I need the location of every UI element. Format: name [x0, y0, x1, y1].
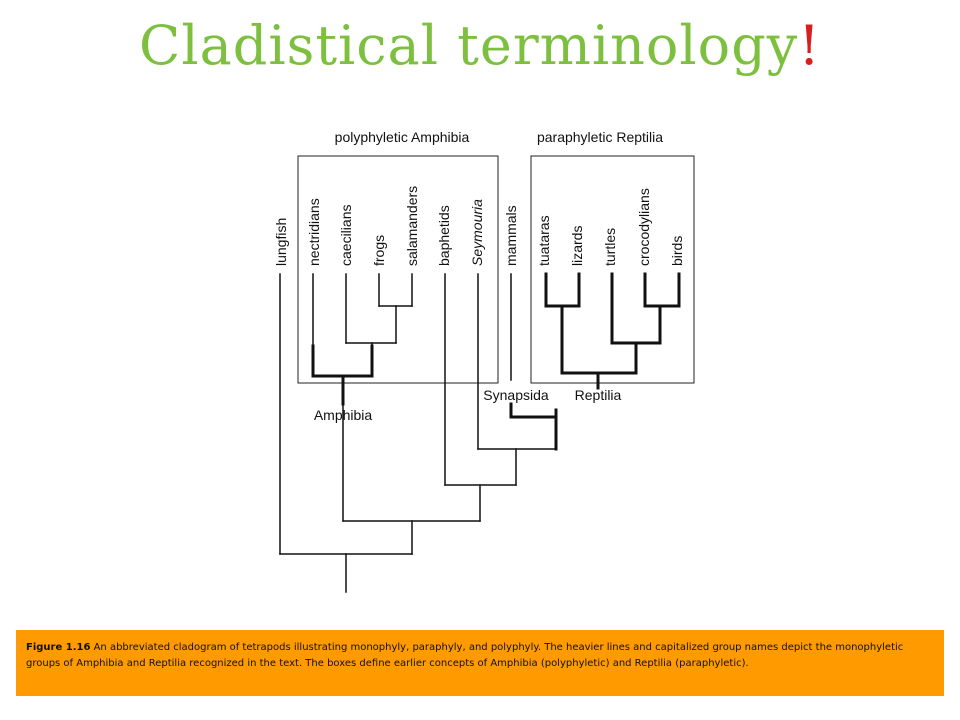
taxon-mammals: mammals: [503, 205, 519, 266]
heavy-branches: [311, 272, 681, 451]
polyphyletic-amphibia-label: polyphyletic Amphibia: [335, 129, 470, 145]
taxon-nectridians: nectridians: [306, 198, 322, 266]
caption-text: An abbreviated cladogram of tetrapods il…: [26, 642, 904, 669]
paraphyletic-reptilia-label: paraphyletic Reptilia: [537, 129, 663, 145]
taxon-crocodylians: crocodylians: [636, 188, 652, 266]
figure-caption: Figure 1.16 An abbreviated cladogram of …: [16, 630, 944, 696]
taxon-caecilians: caecilians: [338, 205, 354, 266]
caption-label: Figure 1.16: [26, 642, 91, 653]
taxon-lungfish: lungfish: [273, 218, 289, 266]
reptilia-label: Reptilia: [575, 387, 622, 403]
synapsida-label: Synapsida: [483, 387, 549, 403]
slide-title: Cladistical terminology!: [0, 6, 960, 86]
taxon-frogs: frogs: [371, 235, 387, 266]
taxon-lizards: lizards: [569, 226, 585, 266]
title-exclamation: !: [798, 14, 821, 77]
taxon-seymouria: Seymouria: [469, 199, 485, 266]
slide-title-text: Cladistical terminology: [139, 14, 799, 77]
paraphyletic-reptilia-box: [530, 155, 695, 384]
taxon-tuataras: tuataras: [536, 215, 552, 266]
taxon-turtles: turtles: [602, 228, 618, 266]
thin-branches: [279, 273, 557, 593]
taxon-birds: birds: [669, 236, 685, 266]
taxon-baphetids: baphetids: [436, 205, 452, 266]
taxon-salamanders: salamanders: [404, 186, 420, 266]
polyphyletic-amphibia-box: [297, 155, 499, 384]
